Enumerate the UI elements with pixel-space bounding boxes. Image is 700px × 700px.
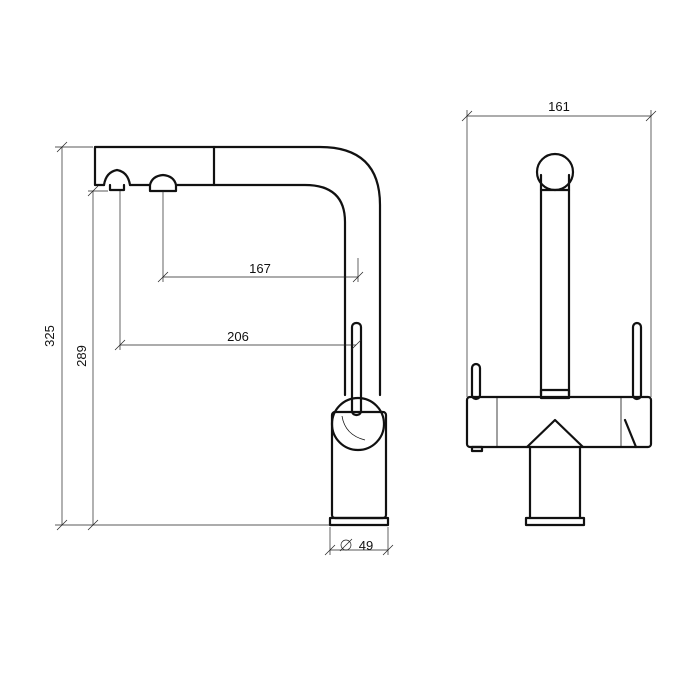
diameter-symbol-icon [340, 539, 352, 551]
side-body-knob [330, 396, 386, 452]
front-spout-top [535, 152, 575, 192]
front-base [524, 516, 586, 527]
side-lever [350, 321, 363, 417]
side-body [330, 410, 388, 520]
label-height-total: 325 [42, 325, 57, 347]
front-lever-left [470, 362, 482, 401]
front-right-cap [623, 418, 638, 449]
front-spout-outlet [539, 173, 571, 192]
side-nozzle-rear [148, 173, 178, 193]
dimension-width-top: 161 [461, 99, 657, 397]
front-spout-column [539, 188, 571, 397]
dimension-height-total: 325 [42, 141, 330, 531]
label-reach-long: 206 [227, 329, 249, 344]
front-view [465, 152, 653, 527]
dimension-base-diameter: 49 [324, 527, 394, 556]
front-base-column [528, 445, 582, 520]
front-body [465, 395, 653, 449]
side-nozzle-front [102, 168, 132, 187]
dimension-reach-long: 206 [114, 191, 362, 351]
front-lever-right [631, 321, 643, 401]
label-reach-short: 167 [249, 261, 271, 276]
side-spout-outline [93, 145, 382, 397]
front-foot-left [470, 445, 484, 453]
label-height-spout: 289 [74, 345, 89, 367]
side-view [93, 145, 390, 527]
label-width-top: 161 [548, 99, 570, 114]
label-base-diameter: 49 [359, 538, 373, 553]
dimension-reach-short: 167 [157, 191, 364, 283]
dimension-height-spout: 289 [74, 185, 108, 531]
front-body-v [525, 418, 585, 449]
side-base [328, 516, 390, 527]
side-knob-highlight [341, 415, 366, 441]
side-nozzle-front-tip [108, 183, 126, 192]
